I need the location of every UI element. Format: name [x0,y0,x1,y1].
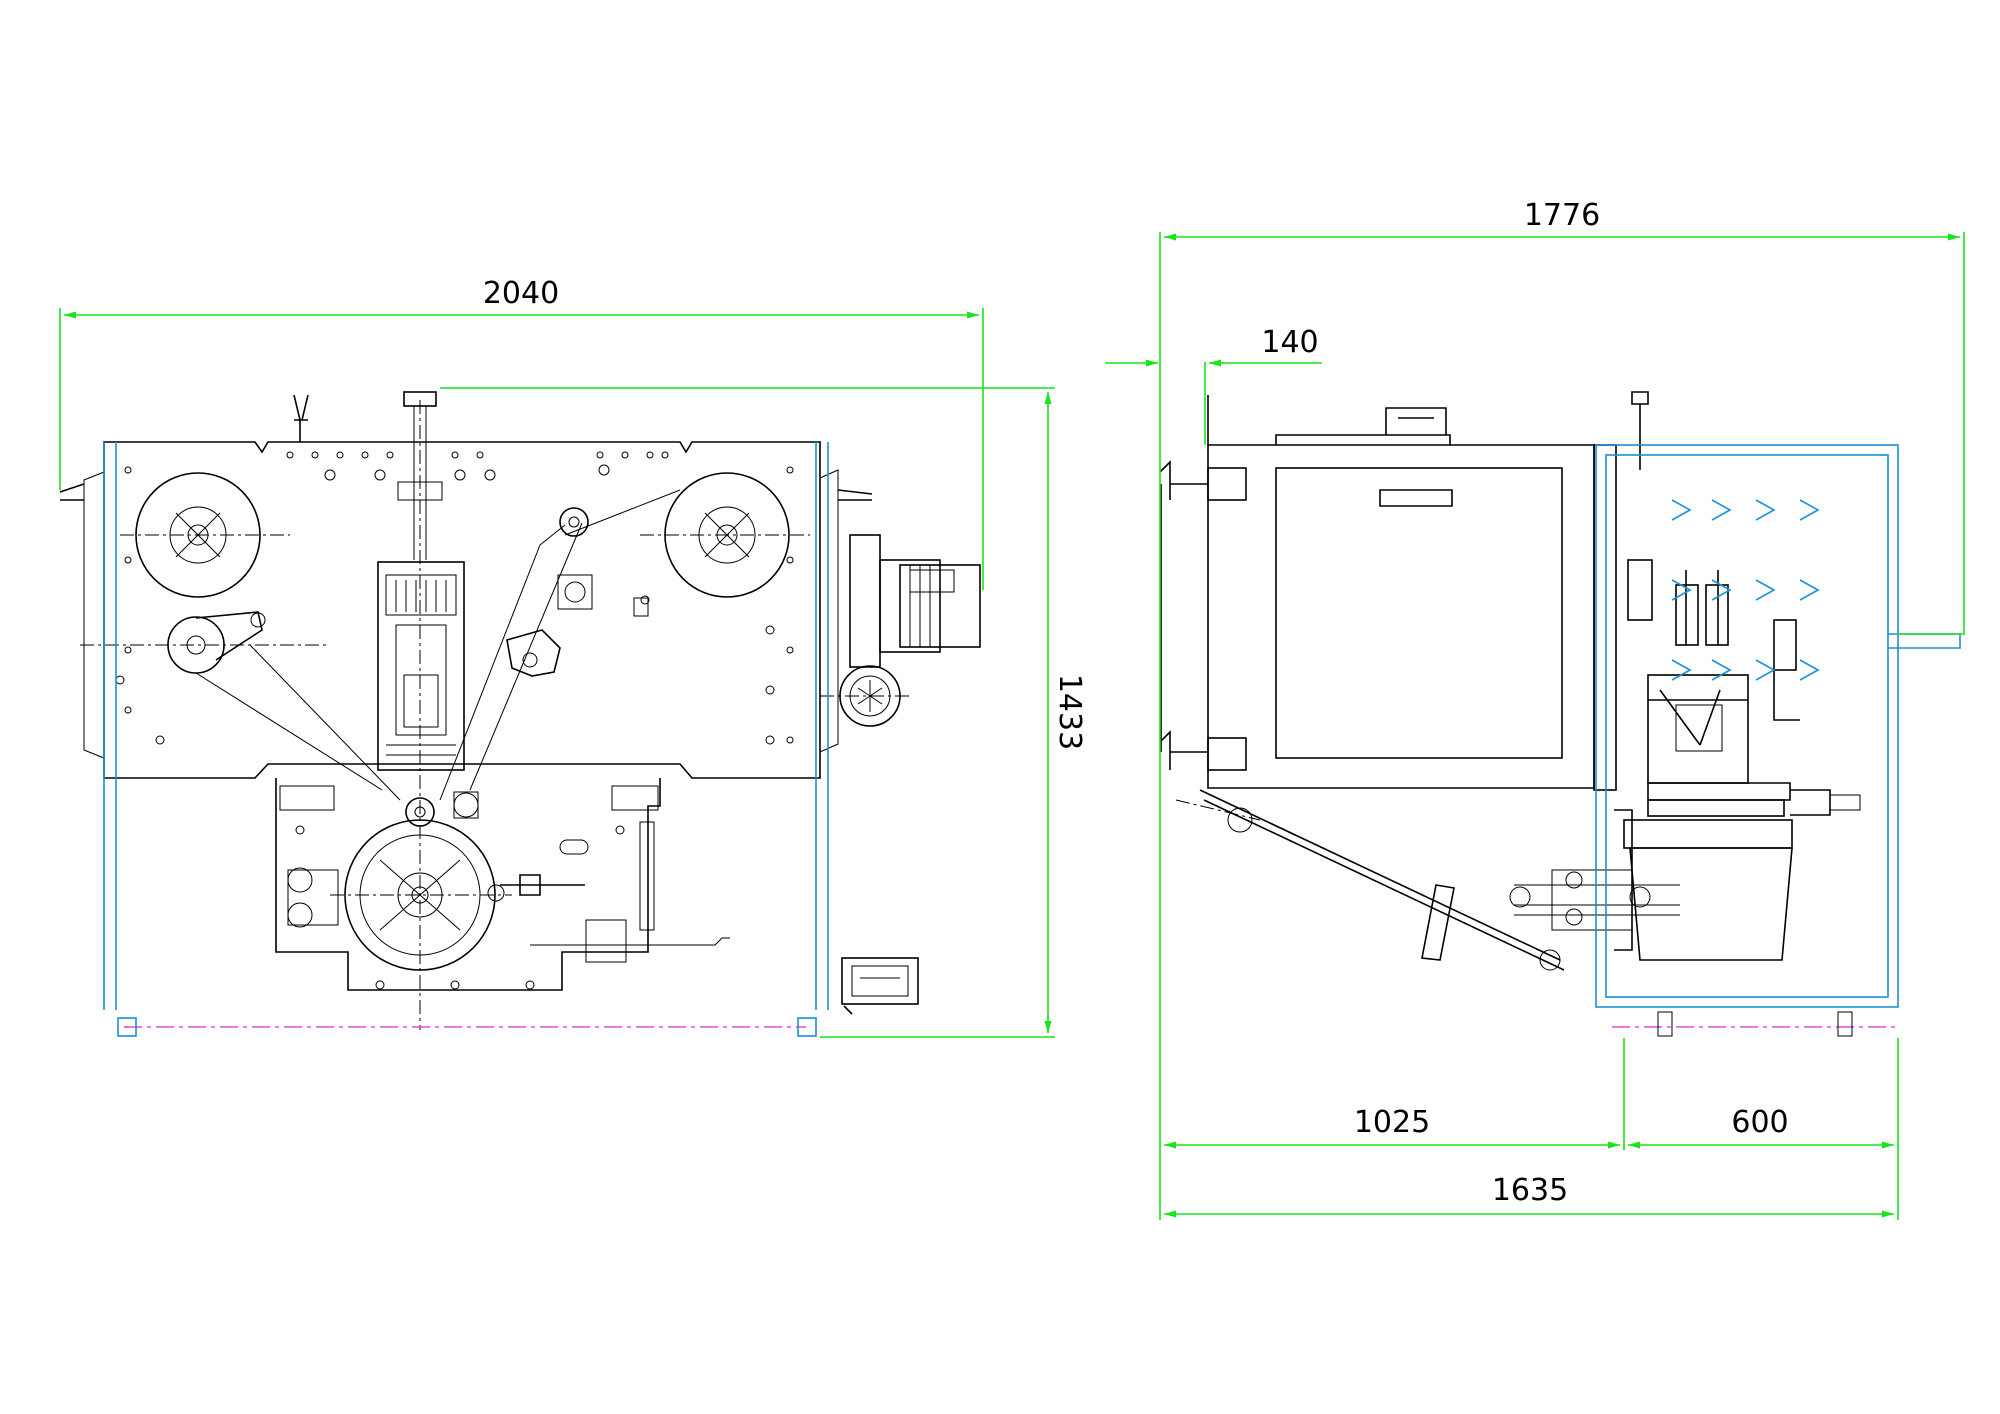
front-frame-outline [103,442,829,1010]
side-lever [1175,789,1565,971]
dim-1025-600: 1025 600 [1164,1038,1899,1220]
dim-1025-label: 1025 [1354,1105,1430,1140]
foot-switch [841,957,919,1005]
front-bolt-holes [115,451,794,745]
front-main-panel [103,441,821,779]
dim-1433-label: 1433 [1052,674,1087,750]
dim-140: 140 [1105,325,1322,445]
side-frame-outline [1595,444,1961,1008]
side-drive-assembly [1509,391,1861,961]
dim-1635: 1635 [1164,1173,1894,1218]
dim-2040-label: 2040 [483,276,559,311]
side-hinges [1159,460,1247,771]
dim-1433: 1433 [440,387,1087,1038]
dim-1776-label: 1776 [1524,198,1600,233]
side-hatch [1671,499,1820,681]
dim-2040: 2040 [59,276,984,590]
side-cabinet [1207,407,1595,789]
dim-1635-label: 1635 [1492,1173,1568,1208]
dim-1776: 1776 [1159,198,1965,1220]
tension-arm [167,611,266,674]
front-base [275,778,730,991]
dim-600-label: 600 [1731,1105,1788,1140]
central-slide [377,391,465,771]
front-motor [820,534,981,727]
front-view: 2040 1433 [59,276,1087,1038]
side-view: 1776 140 1025 600 1635 [1105,198,1965,1220]
dim-140-label: 140 [1261,325,1318,360]
